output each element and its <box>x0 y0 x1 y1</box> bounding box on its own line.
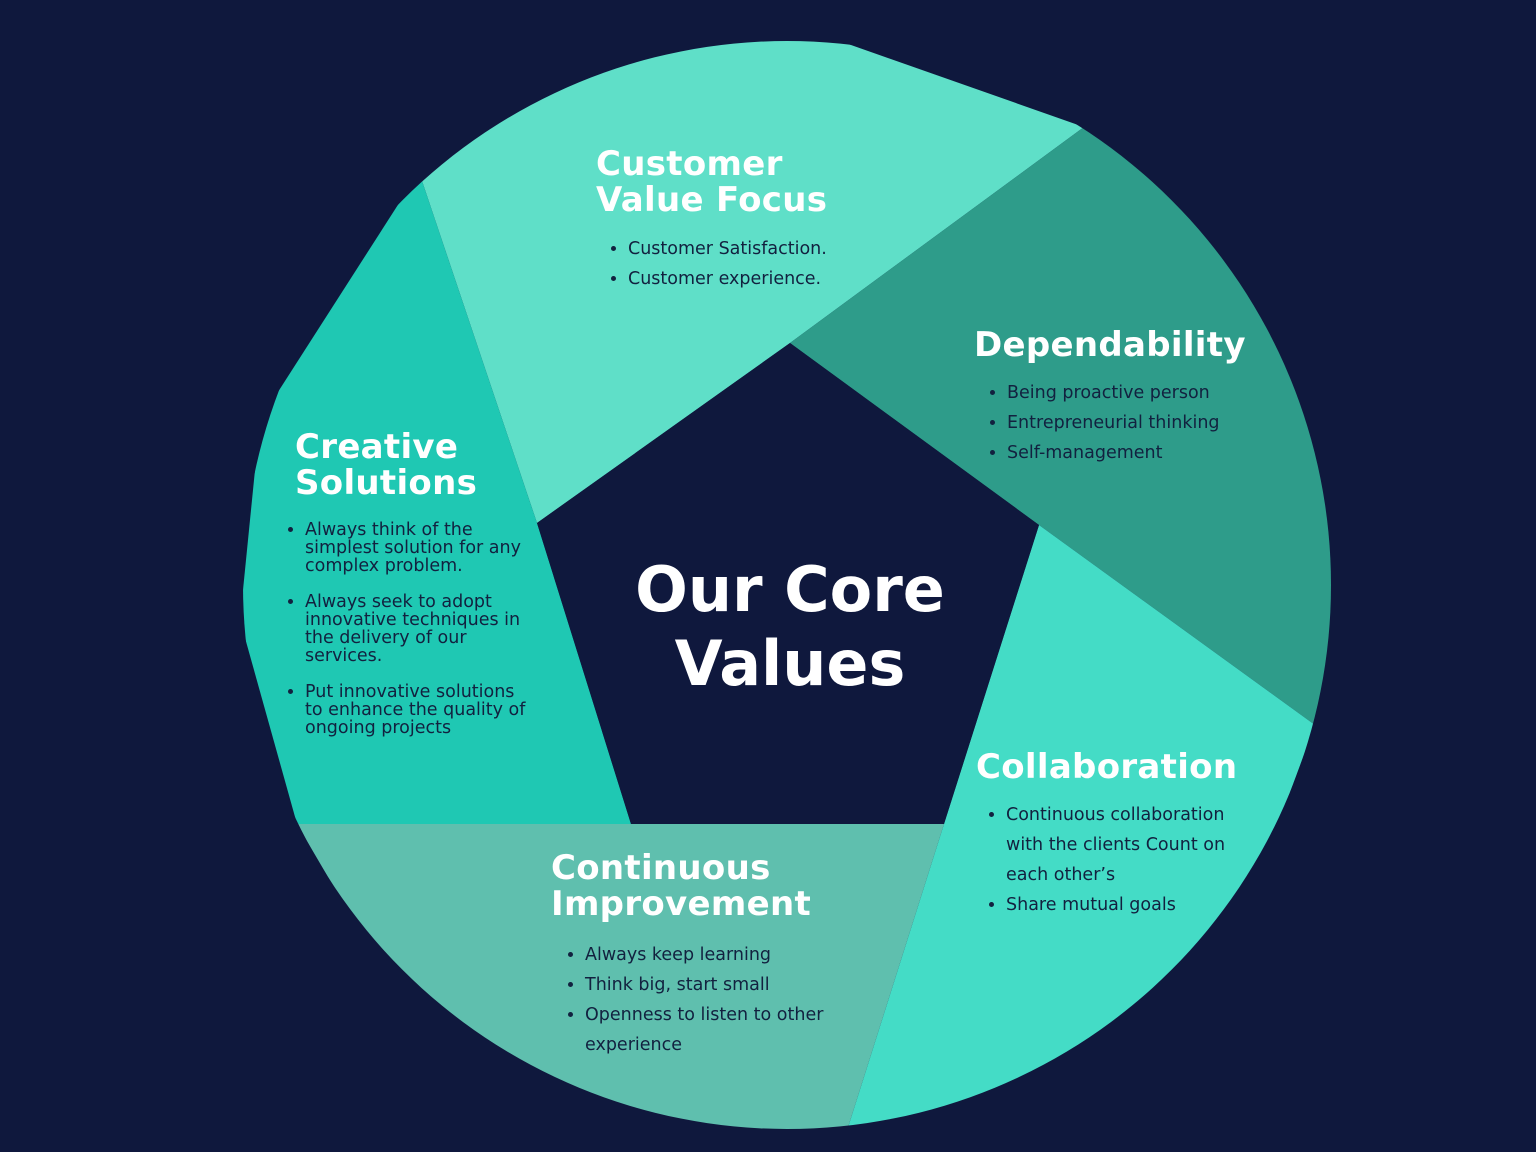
creative-solutions-title-line-1: Creative <box>295 427 459 467</box>
segment-continuous-improvement <box>297 824 944 1129</box>
customer-value-focus-list: Customer Satisfaction. Customer experien… <box>606 234 827 294</box>
creative-solutions-title-line-2: Solutions <box>295 463 478 503</box>
continuous-improvement-title: Continuous Improvement <box>551 850 811 922</box>
list-item: Always think of the simplest solution fo… <box>305 521 535 575</box>
continuous-improvement-title-line-2: Improvement <box>551 884 812 924</box>
customer-value-focus-title-line-2: Value Focus <box>596 180 828 220</box>
center-title: Our Core Values <box>560 553 1020 701</box>
center-title-line-1: Our Core <box>635 553 945 626</box>
continuous-improvement-list: Always keep learning Think big, start sm… <box>563 940 825 1060</box>
collaboration-title: Collaboration <box>976 749 1237 785</box>
list-item: Continuous collaboration with the client… <box>1006 800 1264 890</box>
dependability-title: Dependability <box>974 327 1246 363</box>
list-item: Always seek to adopt innovative techniqu… <box>305 593 535 665</box>
customer-value-focus-title-line-1: Customer <box>596 144 783 184</box>
customer-value-focus-title: Customer Value Focus <box>596 146 827 218</box>
dependability-title-line-1: Dependability <box>974 325 1246 365</box>
list-item: Being proactive person <box>1007 378 1220 408</box>
list-item: Customer experience. <box>628 264 827 294</box>
segment-customer-value-focus <box>419 41 1084 523</box>
list-item: Share mutual goals <box>1006 890 1264 920</box>
collaboration-list: Continuous collaboration with the client… <box>984 800 1264 920</box>
creative-solutions-title: Creative Solutions <box>295 429 477 501</box>
list-item: Think big, start small <box>585 970 825 1000</box>
list-item: Customer Satisfaction. <box>628 234 827 264</box>
list-item: Openness to listen to other experience <box>585 1000 825 1060</box>
creative-solutions-list: Always think of the simplest solution fo… <box>283 521 535 755</box>
list-item: Entrepreneurial thinking <box>1007 408 1220 438</box>
list-item: Self-management <box>1007 438 1220 468</box>
center-title-line-2: Values <box>674 627 906 700</box>
segment-collaboration <box>844 525 1315 1129</box>
dependability-list: Being proactive person Entrepreneurial t… <box>985 378 1220 468</box>
collaboration-title-line-1: Collaboration <box>976 747 1238 787</box>
segment-creative-solutions <box>243 172 631 824</box>
list-item: Always keep learning <box>585 940 825 970</box>
continuous-improvement-title-line-1: Continuous <box>551 848 771 888</box>
center-pentagon <box>537 343 1039 824</box>
list-item: Put innovative solutions to enhance the … <box>305 683 535 737</box>
